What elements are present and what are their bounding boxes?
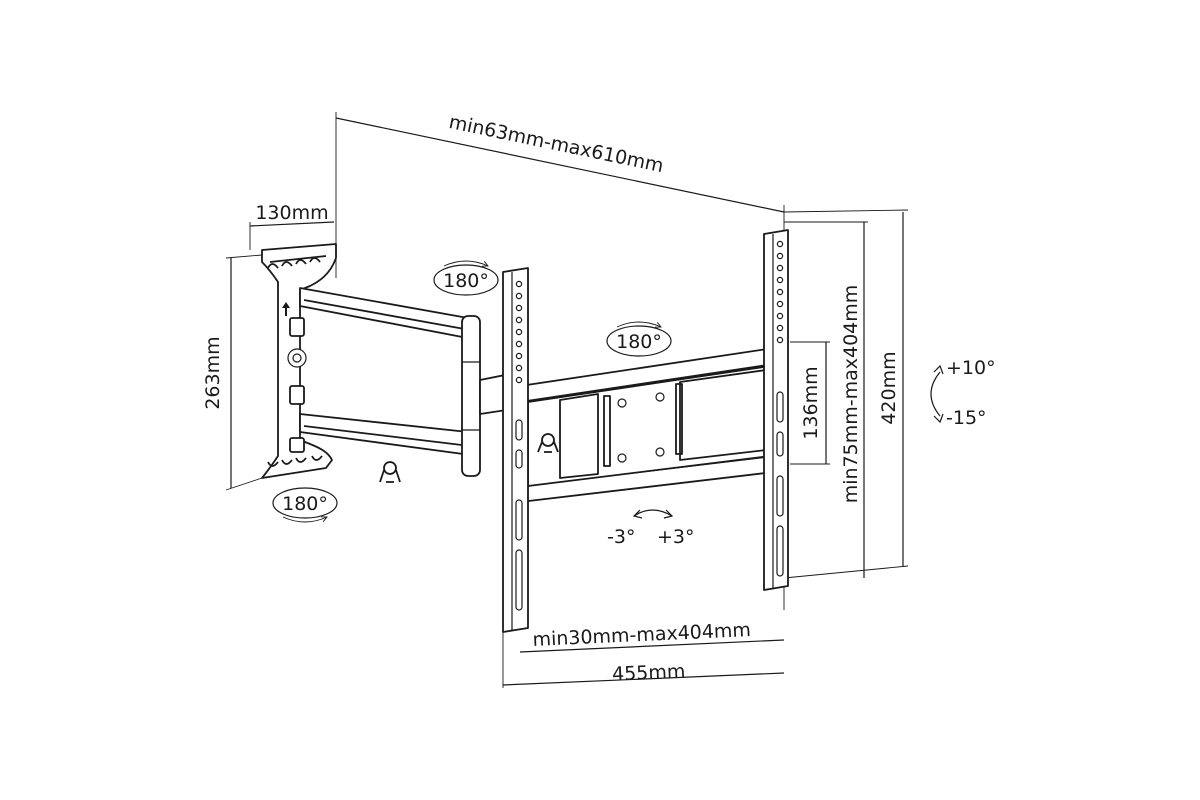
upper-arm-edge <box>303 299 471 331</box>
lock-hook-center <box>537 441 559 453</box>
left-rail <box>502 267 529 633</box>
tilt-arrow-down <box>933 413 944 424</box>
lower-arm <box>299 413 479 457</box>
dimension-lines <box>225 112 909 688</box>
ext-line-263-bottom <box>225 477 263 491</box>
rotation-badge-arm: 180° <box>433 260 499 296</box>
level-arc <box>633 509 673 517</box>
wall-plate-slots-bottom <box>267 455 323 467</box>
wall-hinge-bolt-middle <box>289 385 305 405</box>
wall-hinge-bolt-top <box>289 317 305 337</box>
dim-line-130 <box>249 221 335 227</box>
arrow-up-icon <box>282 302 290 316</box>
level-indicator: -3° +3° <box>607 509 695 548</box>
wall-plate-center-inner <box>292 353 302 363</box>
wall-hinge-bolt-bottom <box>289 437 305 453</box>
vesa-hole-2 <box>655 392 665 402</box>
dim-label-arm-extension: min63mm-max610mm <box>447 111 665 177</box>
level-left-label: -3° <box>607 526 635 548</box>
lower-arm-edge <box>303 425 471 447</box>
plate-slot-1 <box>559 393 599 479</box>
elbow-joint <box>461 315 481 477</box>
tilt-arrow-up <box>933 364 944 375</box>
dim-label-455: 455mm <box>612 660 686 685</box>
upper-arm <box>299 287 479 341</box>
plate-rib-2 <box>675 383 683 455</box>
lock-hook-left <box>379 469 401 483</box>
dim-label-130: 130mm <box>255 202 328 224</box>
lock-ring-left <box>383 461 397 475</box>
dim-line-arm-extension <box>335 117 785 213</box>
dim-line-455 <box>502 672 785 686</box>
tilt-down-label: -15° <box>946 407 987 429</box>
tilt-indicator: +10° -15° <box>930 357 996 429</box>
rotation-middle-label: 180° <box>616 331 662 353</box>
level-arrow-right <box>663 509 674 519</box>
rotation-badge-wall: 180° <box>272 487 338 523</box>
wall-plate-slots-top <box>267 257 321 269</box>
right-rail <box>763 229 789 591</box>
tv-bracket <box>502 229 789 633</box>
vesa-hole-1 <box>617 398 627 408</box>
ext-line-420-top <box>783 209 909 213</box>
ext-line-263-top <box>225 254 263 259</box>
dim-label-420: 420mm <box>878 351 900 424</box>
swing-arms <box>299 287 521 483</box>
rotation-badge-middle: 180° <box>606 321 672 357</box>
level-arrow-left <box>632 509 643 519</box>
dim-line-vesa-horizontal <box>519 639 785 653</box>
rotation-arm-label: 180° <box>443 270 489 292</box>
dim-label-136: 136mm <box>800 366 822 439</box>
left-rail-holes <box>515 280 523 611</box>
wall-plate-top-edge <box>269 255 327 263</box>
rotation-wall-label: 180° <box>282 493 328 515</box>
right-rail-holes <box>776 240 784 577</box>
dim-label-263: 263mm <box>202 336 224 409</box>
wall-plate <box>261 243 337 479</box>
ext-line-420-bottom <box>783 565 909 579</box>
vesa-hole-4 <box>655 447 665 457</box>
lock-ring-center <box>541 433 555 447</box>
tilt-up-label: +10° <box>946 357 996 379</box>
vesa-hole-3 <box>617 453 627 463</box>
level-right-label: +3° <box>657 526 695 548</box>
dim-label-vesa-vertical: min75mm-max404mm <box>840 285 862 504</box>
tilt-arc <box>930 371 941 417</box>
plate-rib-1 <box>603 395 611 467</box>
